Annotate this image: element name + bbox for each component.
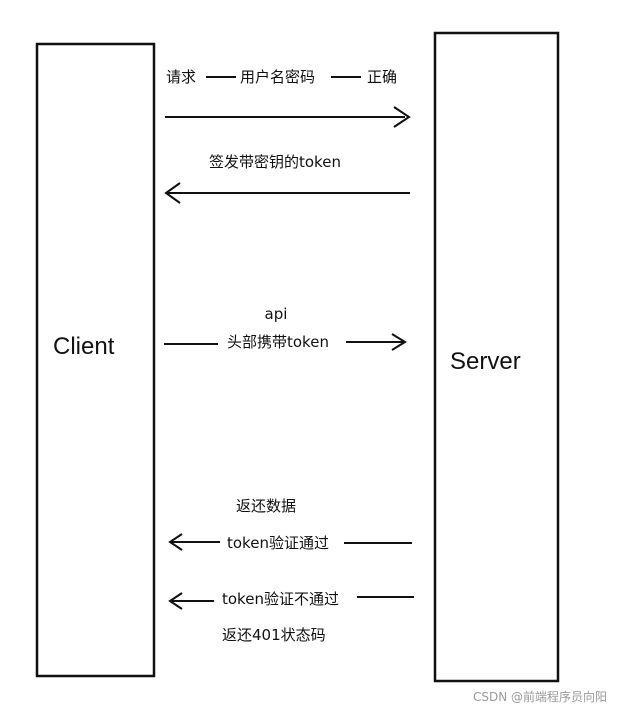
- server-label: Server: [450, 348, 521, 375]
- label-username-password: 用户名密码: [240, 68, 316, 86]
- arrow-issue-token: [164, 182, 410, 204]
- client-label: Client: [53, 333, 115, 360]
- label-return-401: 返还401状态码: [222, 626, 326, 644]
- arrow-login-request: [165, 106, 411, 128]
- label-token-valid: token验证通过: [227, 534, 329, 552]
- arrow-token-invalid: [168, 592, 414, 610]
- watermark-text: CSDN @前端程序员向阳: [472, 690, 607, 704]
- label-return-data: 返还数据: [236, 497, 297, 515]
- server-box: [433, 31, 560, 683]
- client-box: [35, 42, 156, 678]
- arrow-api-head: [346, 333, 407, 351]
- label-request: 请求: [166, 68, 197, 86]
- arrow-token-valid: [168, 533, 412, 551]
- label-header-token: 头部携带token: [227, 333, 329, 351]
- label-token-invalid: token验证不通过: [222, 590, 339, 608]
- label-issue-token: 签发带密钥的token: [209, 153, 341, 171]
- label-api: api: [264, 305, 288, 323]
- label-correct: 正确: [367, 68, 398, 86]
